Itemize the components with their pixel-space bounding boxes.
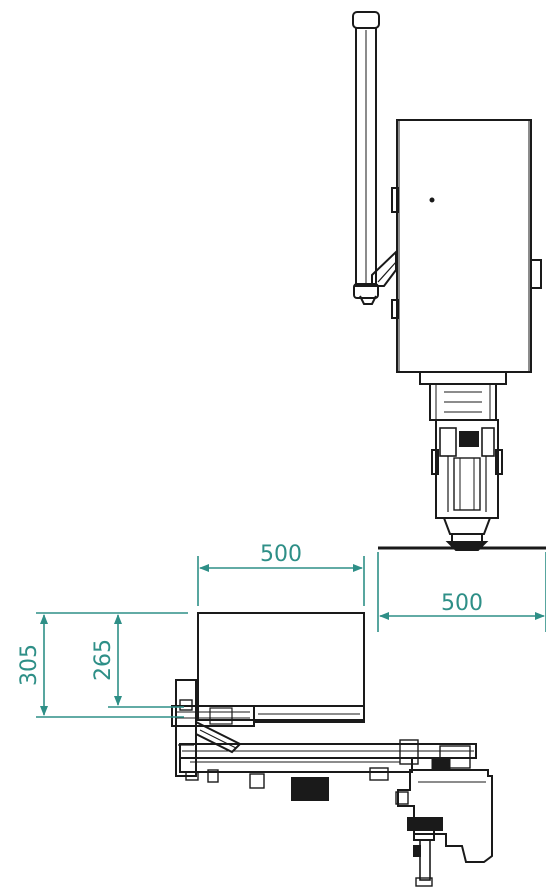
dimension-lines [36,552,546,718]
workpiece-box [197,612,365,721]
spindle-neck [419,371,507,421]
motor-housing [391,119,542,373]
dim-top-width-label: 500 [260,542,302,567]
table-assembly [171,612,493,887]
spindle-head-assembly [352,11,542,551]
vertical-tube [352,11,380,305]
tool-nose [442,517,492,551]
dim-right-width-label: 500 [441,591,483,616]
mounting-bracket [371,249,397,287]
dim-inner-height-label: 265 [91,639,116,681]
bottom-tool-holder [407,817,443,887]
dim-outer-height-label: 305 [17,644,42,686]
right-stand [395,769,493,863]
dimension-labels: 500 500 305 265 [17,542,483,686]
fixture-plates [171,705,365,727]
spindle-body [431,419,503,519]
rail-beam [179,739,477,801]
